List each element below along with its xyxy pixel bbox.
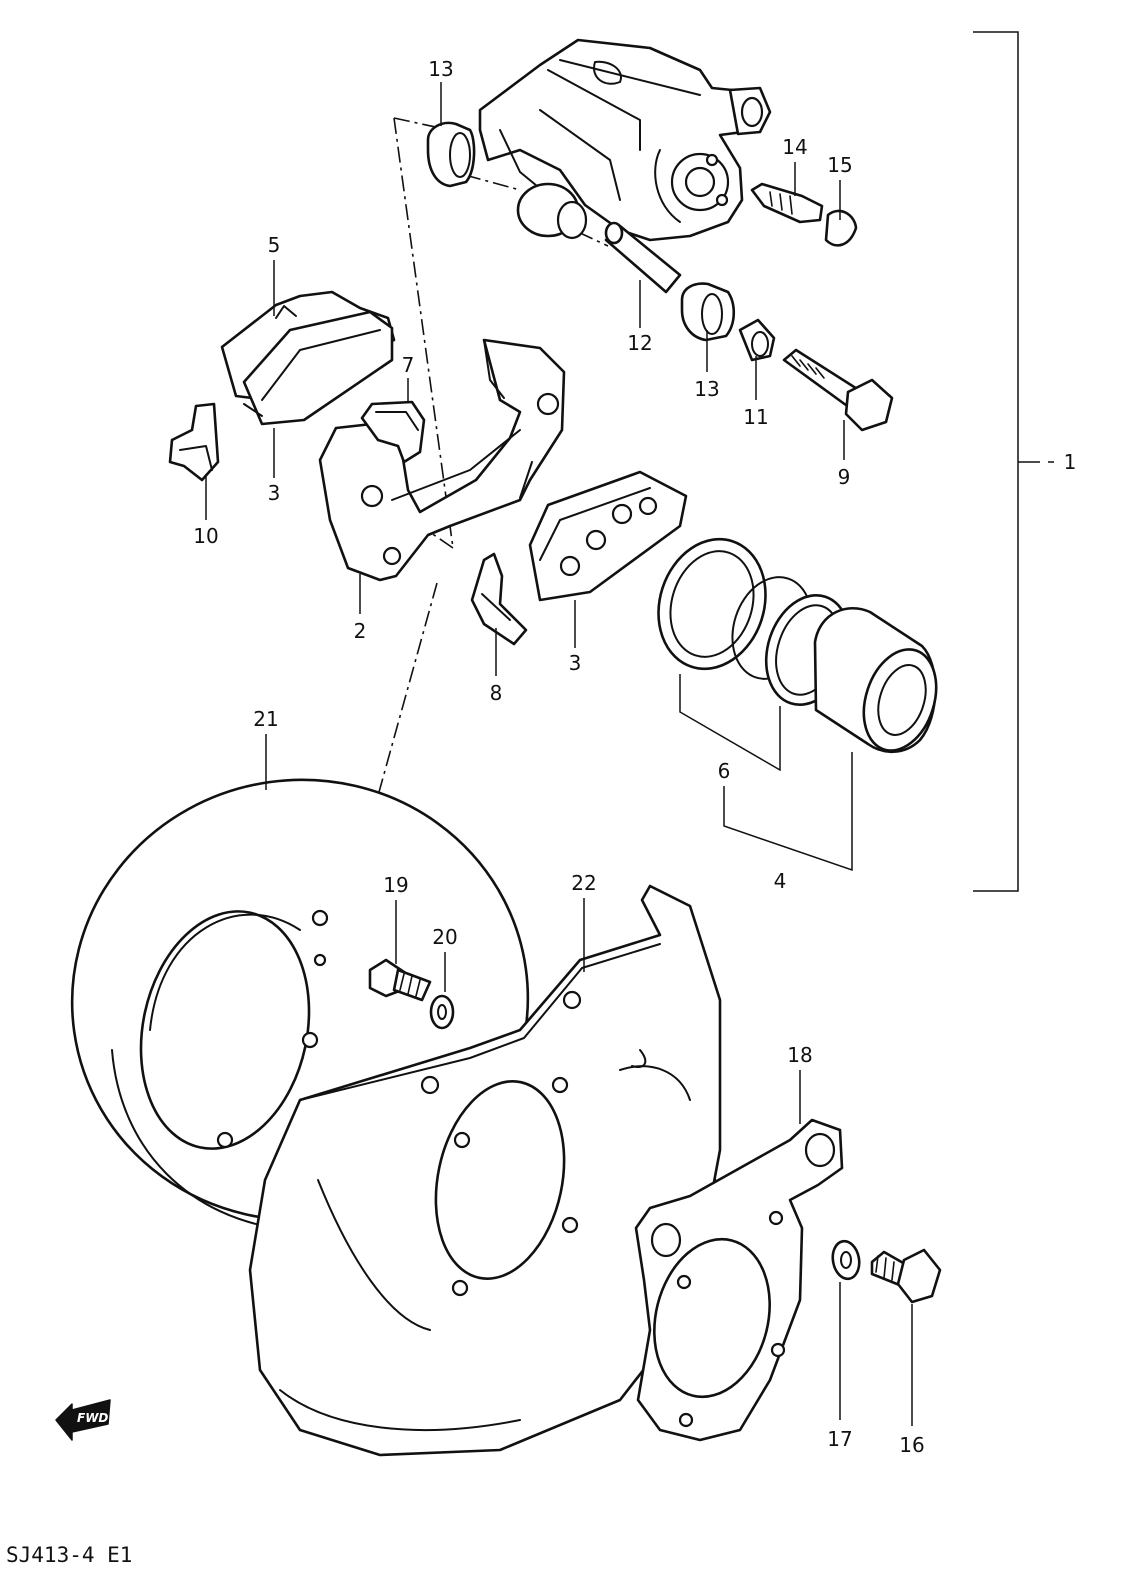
piston-seal-outer bbox=[657, 537, 767, 671]
callout-15: 15 bbox=[827, 153, 852, 177]
callout-3-pad: 3 bbox=[268, 481, 281, 505]
callout-14: 14 bbox=[782, 135, 807, 159]
pad-clip-left bbox=[168, 402, 220, 482]
callout-11: 11 bbox=[743, 405, 768, 429]
callout-19: 19 bbox=[383, 873, 408, 897]
callout-20: 20 bbox=[432, 925, 457, 949]
caliper-boss bbox=[516, 182, 588, 240]
callout-21: 21 bbox=[253, 707, 278, 731]
callout-10: 9 bbox=[838, 465, 851, 489]
guide-bolt bbox=[782, 348, 894, 432]
callout-16: 16 bbox=[899, 1433, 924, 1457]
pad-clip-top bbox=[360, 400, 426, 464]
callout-numbers: 13 5 7 3 10 2 3 8 12 13 11 9 14 15 1 6 4… bbox=[193, 57, 1076, 1457]
callout-5: 4 bbox=[774, 869, 787, 893]
dust-cover bbox=[248, 884, 722, 1457]
brake-pad-outer bbox=[220, 290, 396, 426]
caliper-body bbox=[478, 38, 772, 242]
disc-washer bbox=[429, 994, 455, 1030]
bleeder-cap bbox=[824, 209, 858, 247]
assembly-bracket bbox=[973, 31, 1054, 892]
fwd-badge-text: FWD bbox=[77, 1411, 108, 1425]
pad-clip-lower bbox=[470, 552, 528, 646]
callout-4: 5 bbox=[268, 233, 281, 257]
sleeve bbox=[738, 318, 776, 362]
bleeder-screw bbox=[750, 182, 824, 224]
callout-6: 6 bbox=[718, 759, 731, 783]
callout-22: 22 bbox=[571, 871, 596, 895]
piston bbox=[813, 607, 938, 754]
guide-pin bbox=[604, 221, 682, 294]
callout-17: 17 bbox=[827, 1427, 852, 1451]
callout-13-lower: 13 bbox=[694, 377, 719, 401]
leader-lines bbox=[205, 82, 913, 1426]
dust-boot-upper bbox=[426, 121, 476, 188]
dust-boot-lower bbox=[680, 282, 736, 342]
bracket-washer bbox=[831, 1239, 861, 1281]
callout-9: 10 bbox=[193, 524, 218, 548]
callout-1: 1 bbox=[1064, 450, 1077, 474]
callout-2: 2 bbox=[354, 619, 367, 643]
brake-pad-inner bbox=[528, 470, 688, 602]
bracket-bolt bbox=[870, 1248, 942, 1304]
callout-3-inner: 3 bbox=[569, 651, 582, 675]
callout-8: 8 bbox=[490, 681, 503, 705]
caliper-carrier bbox=[318, 338, 566, 582]
fwd-arrow-icon: FWD bbox=[55, 1399, 111, 1441]
diagram-code: SJ413-4 E1 bbox=[6, 1543, 132, 1567]
callout-12: 12 bbox=[627, 331, 652, 355]
disc-bolt bbox=[368, 958, 432, 1002]
callout-7: 7 bbox=[402, 353, 415, 377]
callout-18: 18 bbox=[787, 1043, 812, 1067]
callout-13-upper: 13 bbox=[428, 57, 453, 81]
mounting-bracket bbox=[634, 1118, 844, 1442]
